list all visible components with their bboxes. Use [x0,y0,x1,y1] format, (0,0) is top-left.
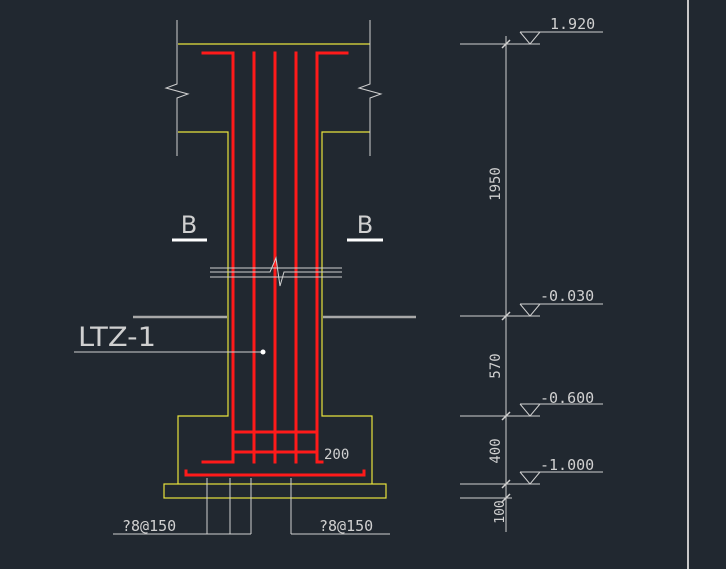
dim-text-570: 570 [488,353,504,378]
elevation-label-0600: -0.600 [540,389,594,407]
rebar-footing-bar [184,469,366,477]
column-right-outline [321,131,373,484]
break-line-left [164,20,190,156]
column-break-symbol [210,256,342,287]
dimension-ticks [501,39,511,503]
elevation-marker-0030 [519,303,603,317]
column-left-outline [177,131,229,484]
rebar-group [184,51,366,477]
rebar-left-outer [201,51,235,464]
elevation-label-1920: 1.920 [550,15,595,33]
stirrup-label-right: ?8@150 [319,517,373,535]
elevation-label-1000: -1.000 [540,456,594,474]
beam-break-lines [164,20,383,156]
dim-text-100: 100 [493,500,508,523]
element-label-dot [260,349,266,355]
concrete-outline [163,43,387,499]
section-mark-left: B [172,211,207,242]
break-zigzag [210,256,342,287]
stirrup-label-left: ?8@150 [122,517,176,535]
section-mark-right: B [347,211,383,242]
break-line-right [357,20,383,156]
dimension-chain [460,36,540,532]
section-mark-left-letter: B [181,211,197,239]
elevation-marker-1920 [519,31,603,45]
footing-cushion [163,483,387,499]
dim-text-400: 400 [488,438,504,463]
stirrup-callouts [113,478,390,535]
element-label: LTZ-1 [78,322,156,353]
dim-text-1950: 1950 [488,167,504,201]
elevation-label-0030: -0.030 [540,287,594,305]
rebar-spacing-label: 200 [324,447,349,463]
rebar-right-outer [315,51,349,464]
element-label-group: LTZ-1 [74,322,266,355]
section-mark-right-letter: B [357,211,373,239]
elevation-marker-0600 [519,403,603,417]
elevation-marker-1000 [519,471,603,485]
